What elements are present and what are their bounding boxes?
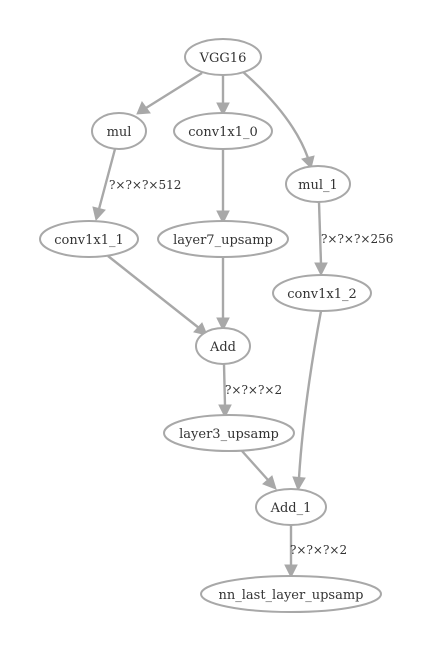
edge-mul-1-conv1x1-2-arrow <box>314 262 328 277</box>
edge-label-mul-1-conv1x1-2: ?×?×?×256 <box>321 232 393 246</box>
node-add-1-label: Add_1 <box>270 501 312 516</box>
node-add-label: Add <box>209 340 236 355</box>
node-mul-label: mul <box>107 125 132 140</box>
node-conv1x1-1[interactable]: conv1x1_1 <box>39 220 139 258</box>
edge-layer3-add-1-arrow <box>262 475 277 490</box>
node-add-1[interactable]: Add_1 <box>255 488 327 526</box>
node-conv1x1-1-shape <box>39 220 139 258</box>
edge-conv1x1-1-add <box>107 255 200 329</box>
node-mul-1-label: mul_1 <box>298 178 338 193</box>
node-conv1x1-0[interactable]: conv1x1_0 <box>173 112 273 150</box>
node-vgg16-label: VGG16 <box>199 51 247 66</box>
node-conv1x1-1-label: conv1x1_1 <box>54 233 123 248</box>
node-nn-last-layer-upsamp-shape <box>200 575 382 613</box>
edge-conv1x1-0-layer7-arrow <box>216 210 230 225</box>
node-layer3-upsamp[interactable]: layer3_upsamp <box>163 414 295 452</box>
node-mul-1-shape <box>285 165 351 203</box>
node-conv1x1-2[interactable]: conv1x1_2 <box>272 274 372 312</box>
node-conv1x1-2-label: conv1x1_2 <box>287 287 356 302</box>
node-mul[interactable]: mul <box>91 112 147 150</box>
edge-add-layer3-arrow <box>218 404 232 419</box>
edge-vgg16-mul-arrow <box>136 100 151 115</box>
node-conv1x1-0-shape <box>173 112 273 150</box>
edge-layer3-add-1 <box>241 450 269 481</box>
edge-vgg16-mul <box>145 71 203 110</box>
edge-label-mul-conv1x1-1: ?×?×?×512 <box>109 178 181 192</box>
node-nn-last-layer-upsamp[interactable]: nn_last_layer_upsamp <box>200 575 382 613</box>
node-conv1x1-0-label: conv1x1_0 <box>188 125 257 140</box>
edge-add-layer3 <box>222 363 227 407</box>
edge-label-add-1-nn-last: ?×?×?×2 <box>290 543 347 557</box>
edge-conv1x1-1-add-arrow <box>193 322 208 336</box>
node-layer3-upsamp-label: layer3_upsamp <box>179 427 279 442</box>
edge-vgg16-mul-1 <box>241 70 310 159</box>
edge-vgg16-mul-1-arrow <box>301 155 315 169</box>
node-vgg16-shape <box>184 38 262 76</box>
nodes: VGG16 mul conv1x1_0 mul_1 conv1x1_1 laye… <box>39 38 382 613</box>
edge-layer7-add-arrow <box>216 317 230 332</box>
node-mul-1[interactable]: mul_1 <box>285 165 351 203</box>
node-nn-last-layer-upsamp-label: nn_last_layer_upsamp <box>219 588 364 603</box>
node-mul-shape <box>91 112 147 150</box>
edge-mul-1-conv1x1-2 <box>317 201 323 265</box>
node-layer7-upsamp-shape <box>157 220 289 258</box>
edge-vgg16-conv1x1-0-arrow <box>216 102 230 117</box>
edge-add-1-nn-last-arrow <box>284 564 298 579</box>
node-layer7-upsamp-label: layer7_upsamp <box>173 233 273 248</box>
node-vgg16[interactable]: VGG16 <box>184 38 262 76</box>
edge-conv1x1-2-add-1 <box>297 310 323 479</box>
edge-mul-conv1x1-1 <box>97 148 117 210</box>
edges <box>92 70 328 579</box>
edge-conv1x1-2-add-1-arrow <box>292 476 306 492</box>
edge-label-add-layer3: ?×?×?×2 <box>225 383 282 397</box>
node-add[interactable]: Add <box>195 327 251 365</box>
node-add-1-shape <box>255 488 327 526</box>
edge-mul-conv1x1-1-arrow <box>92 206 106 222</box>
edge-labels: ?×?×?×512 ?×?×?×256 ?×?×?×2 ?×?×?×2 <box>109 178 393 557</box>
node-layer3-upsamp-shape <box>163 414 295 452</box>
node-conv1x1-2-shape <box>272 274 372 312</box>
node-layer7-upsamp[interactable]: layer7_upsamp <box>157 220 289 258</box>
node-add-shape <box>195 327 251 365</box>
